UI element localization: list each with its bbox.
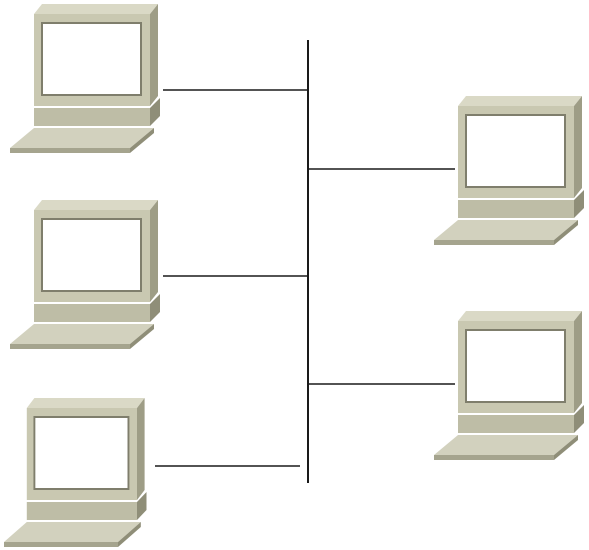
keyboard-side-face xyxy=(554,220,578,245)
base-front-face xyxy=(458,200,574,218)
base-side-face xyxy=(150,294,160,322)
pc-left-middle xyxy=(10,200,160,349)
monitor-side-face xyxy=(150,200,158,302)
keyboard-front-face xyxy=(4,542,119,547)
base-front-face xyxy=(458,415,574,433)
pc-left-bottom xyxy=(4,398,147,547)
monitor-top-face xyxy=(34,4,158,14)
monitor-top-face xyxy=(34,200,158,210)
keyboard-top-face xyxy=(10,128,154,148)
keyboard-top-face xyxy=(434,435,578,455)
monitor-screen xyxy=(465,329,566,403)
base-side-face xyxy=(150,98,160,126)
monitor-side-face xyxy=(574,96,582,198)
desktop-computer-icon xyxy=(434,96,584,245)
monitor-top-face xyxy=(458,311,582,321)
base-front-face xyxy=(34,108,150,126)
base-side-face xyxy=(137,492,147,520)
keyboard-top-face xyxy=(10,324,154,344)
monitor-top-face xyxy=(26,398,145,408)
monitor-side-face xyxy=(137,398,145,500)
base-front-face xyxy=(34,304,150,322)
base-front-face xyxy=(26,502,137,520)
base-side-face xyxy=(574,405,584,433)
base-side-face xyxy=(574,190,584,218)
keyboard-front-face xyxy=(434,455,554,460)
monitor-screen xyxy=(41,22,142,96)
keyboard-top-face xyxy=(434,220,578,240)
monitor-side-face xyxy=(150,4,158,106)
keyboard-top-face xyxy=(4,522,141,542)
monitor-side-face xyxy=(574,311,582,413)
desktop-computer-icon xyxy=(434,311,584,460)
monitor-screen xyxy=(33,416,130,490)
monitor-top-face xyxy=(458,96,582,106)
keyboard-front-face xyxy=(434,240,554,245)
monitor-screen xyxy=(41,218,142,292)
pc-right-top xyxy=(434,96,584,245)
keyboard-side-face xyxy=(118,522,141,547)
monitor-screen xyxy=(465,114,566,188)
desktop-computer-icon xyxy=(10,200,160,349)
pc-right-bottom xyxy=(434,311,584,460)
desktop-computer-icon xyxy=(4,398,147,547)
pc-left-top xyxy=(10,4,160,153)
desktop-computer-icon xyxy=(10,4,160,153)
keyboard-front-face xyxy=(10,344,130,349)
keyboard-front-face xyxy=(10,148,130,153)
keyboard-side-face xyxy=(554,435,578,460)
keyboard-side-face xyxy=(130,324,154,349)
keyboard-side-face xyxy=(130,128,154,153)
